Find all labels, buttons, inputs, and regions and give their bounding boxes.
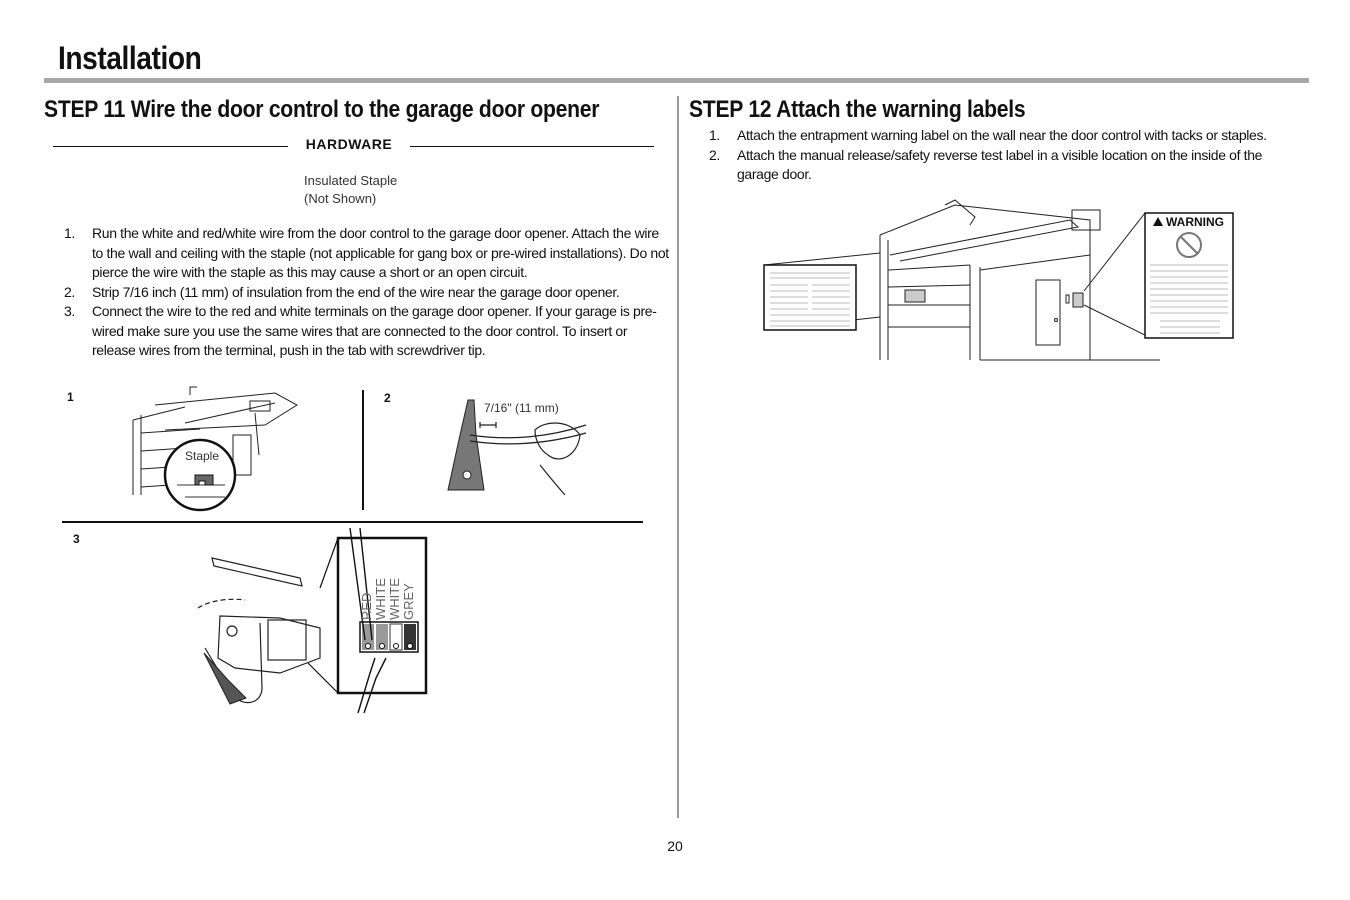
step-11-instructions: 1. Run the white and red/white wire from … (64, 224, 672, 361)
step-11-heading: STEP 11 Wire the door control to the gar… (44, 96, 600, 123)
hardware-item-note: (Not Shown) (304, 191, 377, 206)
step-12-heading: STEP 12 Attach the warning labels (689, 96, 1026, 123)
list-item: 3. Connect the wire to the red and white … (64, 302, 672, 361)
figure-1-staple-illustration: Staple (132, 386, 298, 512)
list-item-text: Attach the entrapment warning label on t… (737, 127, 1267, 143)
list-item-number: 1. (709, 127, 720, 143)
warning-label-title: WARNING (1166, 215, 1224, 229)
hardware-label: HARDWARE (305, 136, 393, 152)
step-12-instructions: 1. Attach the entrapment warning label on… (709, 126, 1284, 185)
terminal-label-red: RED (359, 593, 374, 620)
hardware-rule-right (410, 146, 654, 147)
figure-1-staple-label: Staple (185, 449, 219, 463)
figure-1-number: 1 (67, 390, 74, 404)
figure-2-measure-label: 7/16" (11 mm) (484, 401, 559, 415)
hardware-item-name: Insulated Staple (304, 173, 398, 188)
list-item: 1. Attach the entrapment warning label on… (709, 126, 1284, 146)
page-number: 20 (667, 838, 683, 854)
list-item-number: 2. (64, 283, 75, 300)
step-12-labels-illustration: WARNING (763, 199, 1234, 361)
list-item-text: Strip 7/16 inch (11 mm) of insulation fr… (92, 283, 620, 300)
terminal-label-grey: GREY (401, 583, 416, 620)
list-item: 2. Attach the manual release/safety rever… (709, 146, 1284, 185)
list-item-number: 1. (64, 225, 75, 241)
list-item-text: Run the white and red/white wire from th… (92, 225, 669, 280)
list-item-text: Attach the manual release/safety reverse… (737, 146, 1263, 183)
list-item-number: 3. (64, 303, 75, 319)
figure-3-number: 3 (73, 532, 80, 546)
figure-divider-horizontal (62, 521, 643, 523)
figure-2-strip-illustration: 7/16" (11 mm) (447, 399, 587, 496)
list-item-text: Connect the wire to the red and white te… (92, 303, 657, 358)
title-rule (44, 78, 1309, 83)
page-title: Installation (58, 40, 202, 76)
terminal-label-white-2: WHITE (387, 578, 402, 620)
hardware-rule-left (53, 146, 288, 147)
terminal-label-white-1: WHITE (373, 578, 388, 620)
figure-3-terminal-illustration: RED WHITE WHITE GREY (197, 528, 428, 714)
list-item-number: 2. (709, 146, 720, 163)
list-item: 1. Run the white and red/white wire from … (64, 224, 672, 283)
list-item: 2. Strip 7/16 inch (11 mm) of insulation … (64, 283, 672, 303)
figure-divider-vertical (362, 390, 364, 510)
column-divider (677, 96, 679, 818)
figure-2-number: 2 (384, 391, 391, 405)
